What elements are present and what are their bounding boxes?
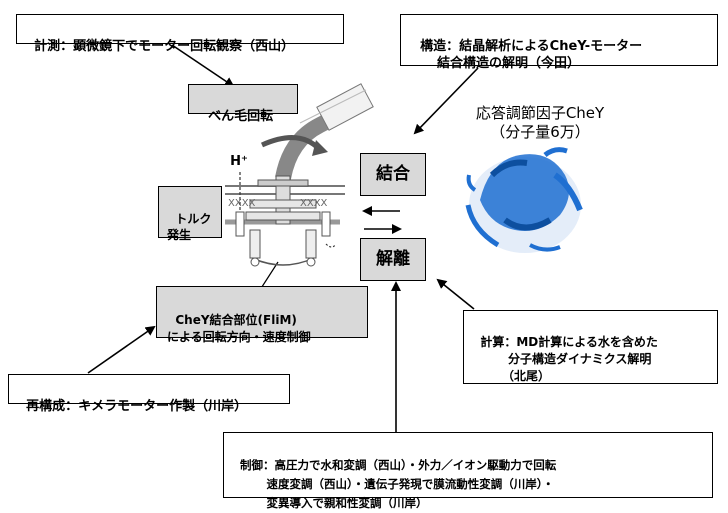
arrow-measure [171, 44, 235, 88]
flagellar-rotation-text: べん毛回転 [208, 109, 274, 124]
chey-site-text: CheY結合部位(FliM) による回転方向・速度制御 [167, 313, 311, 344]
binding-box: 結合 [360, 153, 426, 196]
protein-title: 応答調節因子CheY （分子量6万） [475, 104, 605, 141]
proton-label: H⁺ [230, 154, 248, 169]
chey-site-box: CheY結合部位(FliM) による回転方向・速度制御 [156, 286, 368, 344]
measure-box: 計測：顕微鏡下でモーター回転観察（西山） [16, 14, 344, 54]
torque-text: トルク 発生 [167, 212, 212, 242]
structure-box: 構造：結晶解析によるCheY-モーター 結合構造の解明（今田） [400, 14, 718, 71]
structure-text: 構造：結晶解析によるCheY-モーター 結合構造の解明（今田） [420, 39, 643, 71]
svg-text:XXXX: XXXX [228, 198, 256, 209]
torque-box: トルク 発生 [158, 186, 222, 242]
flagellar-rotation-box: べん毛回転 [188, 84, 298, 124]
chey-protein-structure [465, 147, 583, 253]
binding-text: 結合 [376, 164, 410, 184]
reconstruct-box: 再構成：キメラモーター作製（川岸） [8, 374, 290, 414]
reconstruct-text: 再構成：キメラモーター作製（川岸） [26, 399, 248, 414]
svg-text:XXXX: XXXX [300, 198, 328, 209]
control-box: 制御：高圧力で水和変調（西山）・外力／イオン駆動力で回転 速度変調（西山）・遺伝… [223, 432, 713, 510]
dissociation-text: 解離 [376, 249, 410, 269]
calc-text: 計算：MD計算による水を含めた 分子構造ダイナミクス解明 （北尾） [480, 335, 658, 383]
flagellar-motor-schematic: XXXX XXXX [225, 83, 374, 267]
arrow-structure [413, 67, 479, 135]
arrow-reconstruct [87, 325, 156, 374]
calc-box: 計算：MD計算による水を含めた 分子構造ダイナミクス解明 （北尾） [463, 310, 718, 384]
dissociation-box: 解離 [360, 238, 426, 281]
arrow-calc [436, 278, 475, 310]
measure-text: 計測：顕微鏡下でモーター回転観察（西山） [34, 39, 295, 54]
